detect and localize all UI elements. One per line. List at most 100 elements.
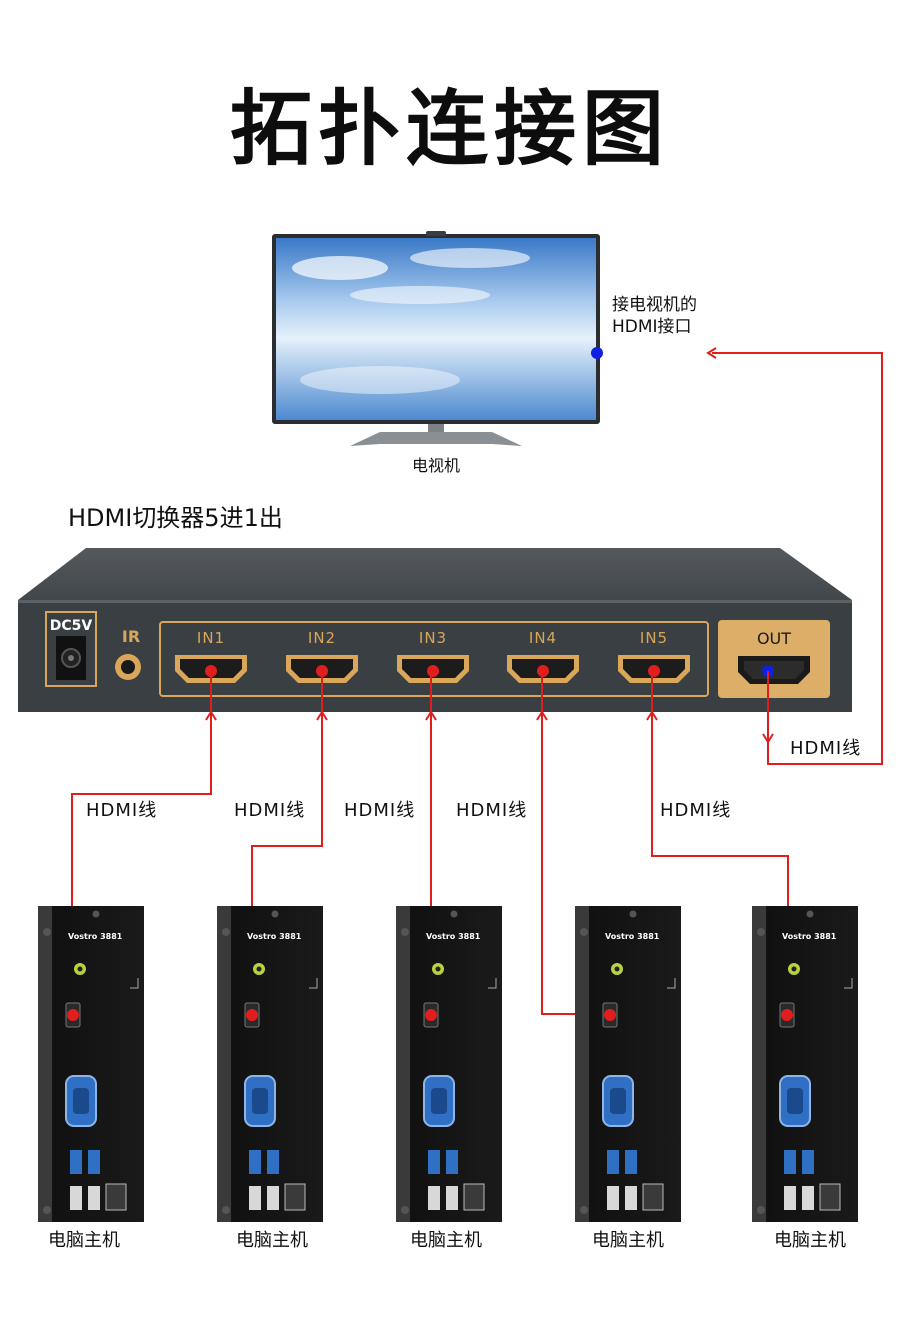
usb2-port-icon: [249, 1186, 261, 1210]
cable-arrow-up: [646, 710, 658, 721]
audio-jack-hole: [614, 966, 620, 972]
cable-arrow-up: [536, 710, 548, 721]
tv-cloud: [300, 366, 460, 394]
inputs-frame: [159, 621, 709, 697]
pc-chassis: [575, 906, 681, 1222]
audio-jack-hole: [791, 966, 797, 972]
usb2-port-icon: [88, 1186, 100, 1210]
out-hdmi-port-icon: [738, 656, 810, 684]
input-label-1: IN1: [197, 629, 225, 647]
ir-label: IR: [122, 627, 140, 646]
in3-cable-label: HDMI线: [344, 800, 415, 821]
usb3-port-icon: [607, 1150, 619, 1174]
cable-arrow-up: [316, 710, 328, 721]
pc-hdmi-port-dot: [67, 1009, 79, 1021]
vga-port-pins: [73, 1088, 89, 1114]
screw-icon: [580, 1206, 588, 1214]
tv-port-label-line1: 接电视机的: [612, 295, 697, 315]
screw-icon: [629, 910, 637, 918]
pc-tower-2: Vostro 3881: [217, 906, 323, 1222]
pc-model-label: Vostro 3881: [68, 932, 123, 941]
in2-cable-label: HDMI线: [234, 800, 305, 821]
pc-caption-5: 电脑主机: [774, 1230, 846, 1251]
usb2-port-icon: [70, 1186, 82, 1210]
pc-model-label: Vostro 3881: [782, 932, 837, 941]
input-ports: IN1 IN2 IN3 IN4 IN5: [175, 629, 690, 683]
input-port-dot: [427, 665, 439, 677]
input-label-5: IN5: [640, 629, 668, 647]
screw-icon: [222, 1206, 230, 1214]
usb3-port-icon: [88, 1150, 100, 1174]
pc-model-label: Vostro 3881: [247, 932, 302, 941]
input-port-1: IN1: [175, 629, 247, 683]
dc-power-box: [45, 611, 97, 687]
usb3-port-icon: [70, 1150, 82, 1174]
ir-port-hole: [121, 660, 135, 674]
tv-port-label-line2: HDMI接口: [612, 317, 692, 337]
screw-icon: [806, 910, 814, 918]
pc-group: Vostro 3881 Vostro 3881 Vostro 3881 Vostro …: [38, 906, 858, 1222]
usb3-port-icon: [249, 1150, 261, 1174]
audio-jack-hole: [435, 966, 441, 972]
screw-icon: [43, 928, 51, 936]
screw-icon: [92, 910, 100, 918]
page-title: 拓扑连接图: [229, 82, 670, 177]
usb2-port-icon: [625, 1186, 637, 1210]
ethernet-port-icon: [463, 1183, 485, 1211]
tv-cloud: [292, 256, 388, 280]
pc-tower-5: Vostro 3881: [752, 906, 858, 1222]
pc-side-strip: [575, 906, 589, 1222]
out-label: OUT: [757, 629, 791, 648]
usb3-port-icon: [428, 1150, 440, 1174]
screw-icon: [757, 928, 765, 936]
input-label-4: IN4: [529, 629, 557, 647]
input-port-4: IN4: [507, 629, 579, 683]
bracket-mark: [488, 978, 497, 989]
tv-stand: [350, 432, 522, 446]
switch-top: [18, 548, 852, 600]
ethernet-port-icon: [284, 1183, 306, 1211]
tv: [272, 231, 603, 446]
usb2-port-icon: [607, 1186, 619, 1210]
pc-side-strip: [752, 906, 766, 1222]
in1-cable: [71, 671, 212, 1014]
input-label-3: IN3: [419, 629, 447, 647]
screw-icon: [43, 1206, 51, 1214]
switch-front-edge: [18, 600, 852, 603]
switch-name: HDMI切换器5进1出: [68, 504, 283, 532]
pc-chassis: [217, 906, 323, 1222]
usb3-port-icon: [802, 1150, 814, 1174]
dc-jack-pin: [68, 655, 74, 661]
pc-chassis: [38, 906, 144, 1222]
pc-hdmi-port-dot: [604, 1009, 616, 1021]
tv-hdmi-port-dot: [591, 347, 603, 359]
pc-tower-4: Vostro 3881: [575, 906, 681, 1222]
pc-chassis: [396, 906, 502, 1222]
screw-icon: [401, 928, 409, 936]
usb2-port-icon: [784, 1186, 796, 1210]
in4-cable-label: HDMI线: [456, 800, 527, 821]
tv-port-label: 接电视机的 HDMI接口: [612, 294, 697, 338]
pc-chassis: [752, 906, 858, 1222]
audio-jack-hole: [256, 966, 262, 972]
cable-arrow-up: [425, 710, 437, 721]
usb3-port-icon: [267, 1150, 279, 1174]
input-port-2: IN2: [286, 629, 358, 683]
tv-cloud: [350, 286, 490, 304]
usb3-port-icon: [784, 1150, 796, 1174]
cable-arrow-up: [205, 710, 217, 721]
pc-model-label: Vostro 3881: [426, 932, 481, 941]
tv-camera: [426, 231, 446, 236]
ethernet-port-icon: [642, 1183, 664, 1211]
out-cable: [712, 352, 883, 765]
pc-caption-2: 电脑主机: [236, 1230, 308, 1251]
usb3-port-icon: [446, 1150, 458, 1174]
bracket-mark: [309, 978, 318, 989]
in1-cable-label: HDMI线: [86, 800, 157, 821]
tv-neck: [428, 424, 444, 434]
usb3-port-icon: [625, 1150, 637, 1174]
ethernet-port-icon: [105, 1183, 127, 1211]
screw-icon: [401, 1206, 409, 1214]
